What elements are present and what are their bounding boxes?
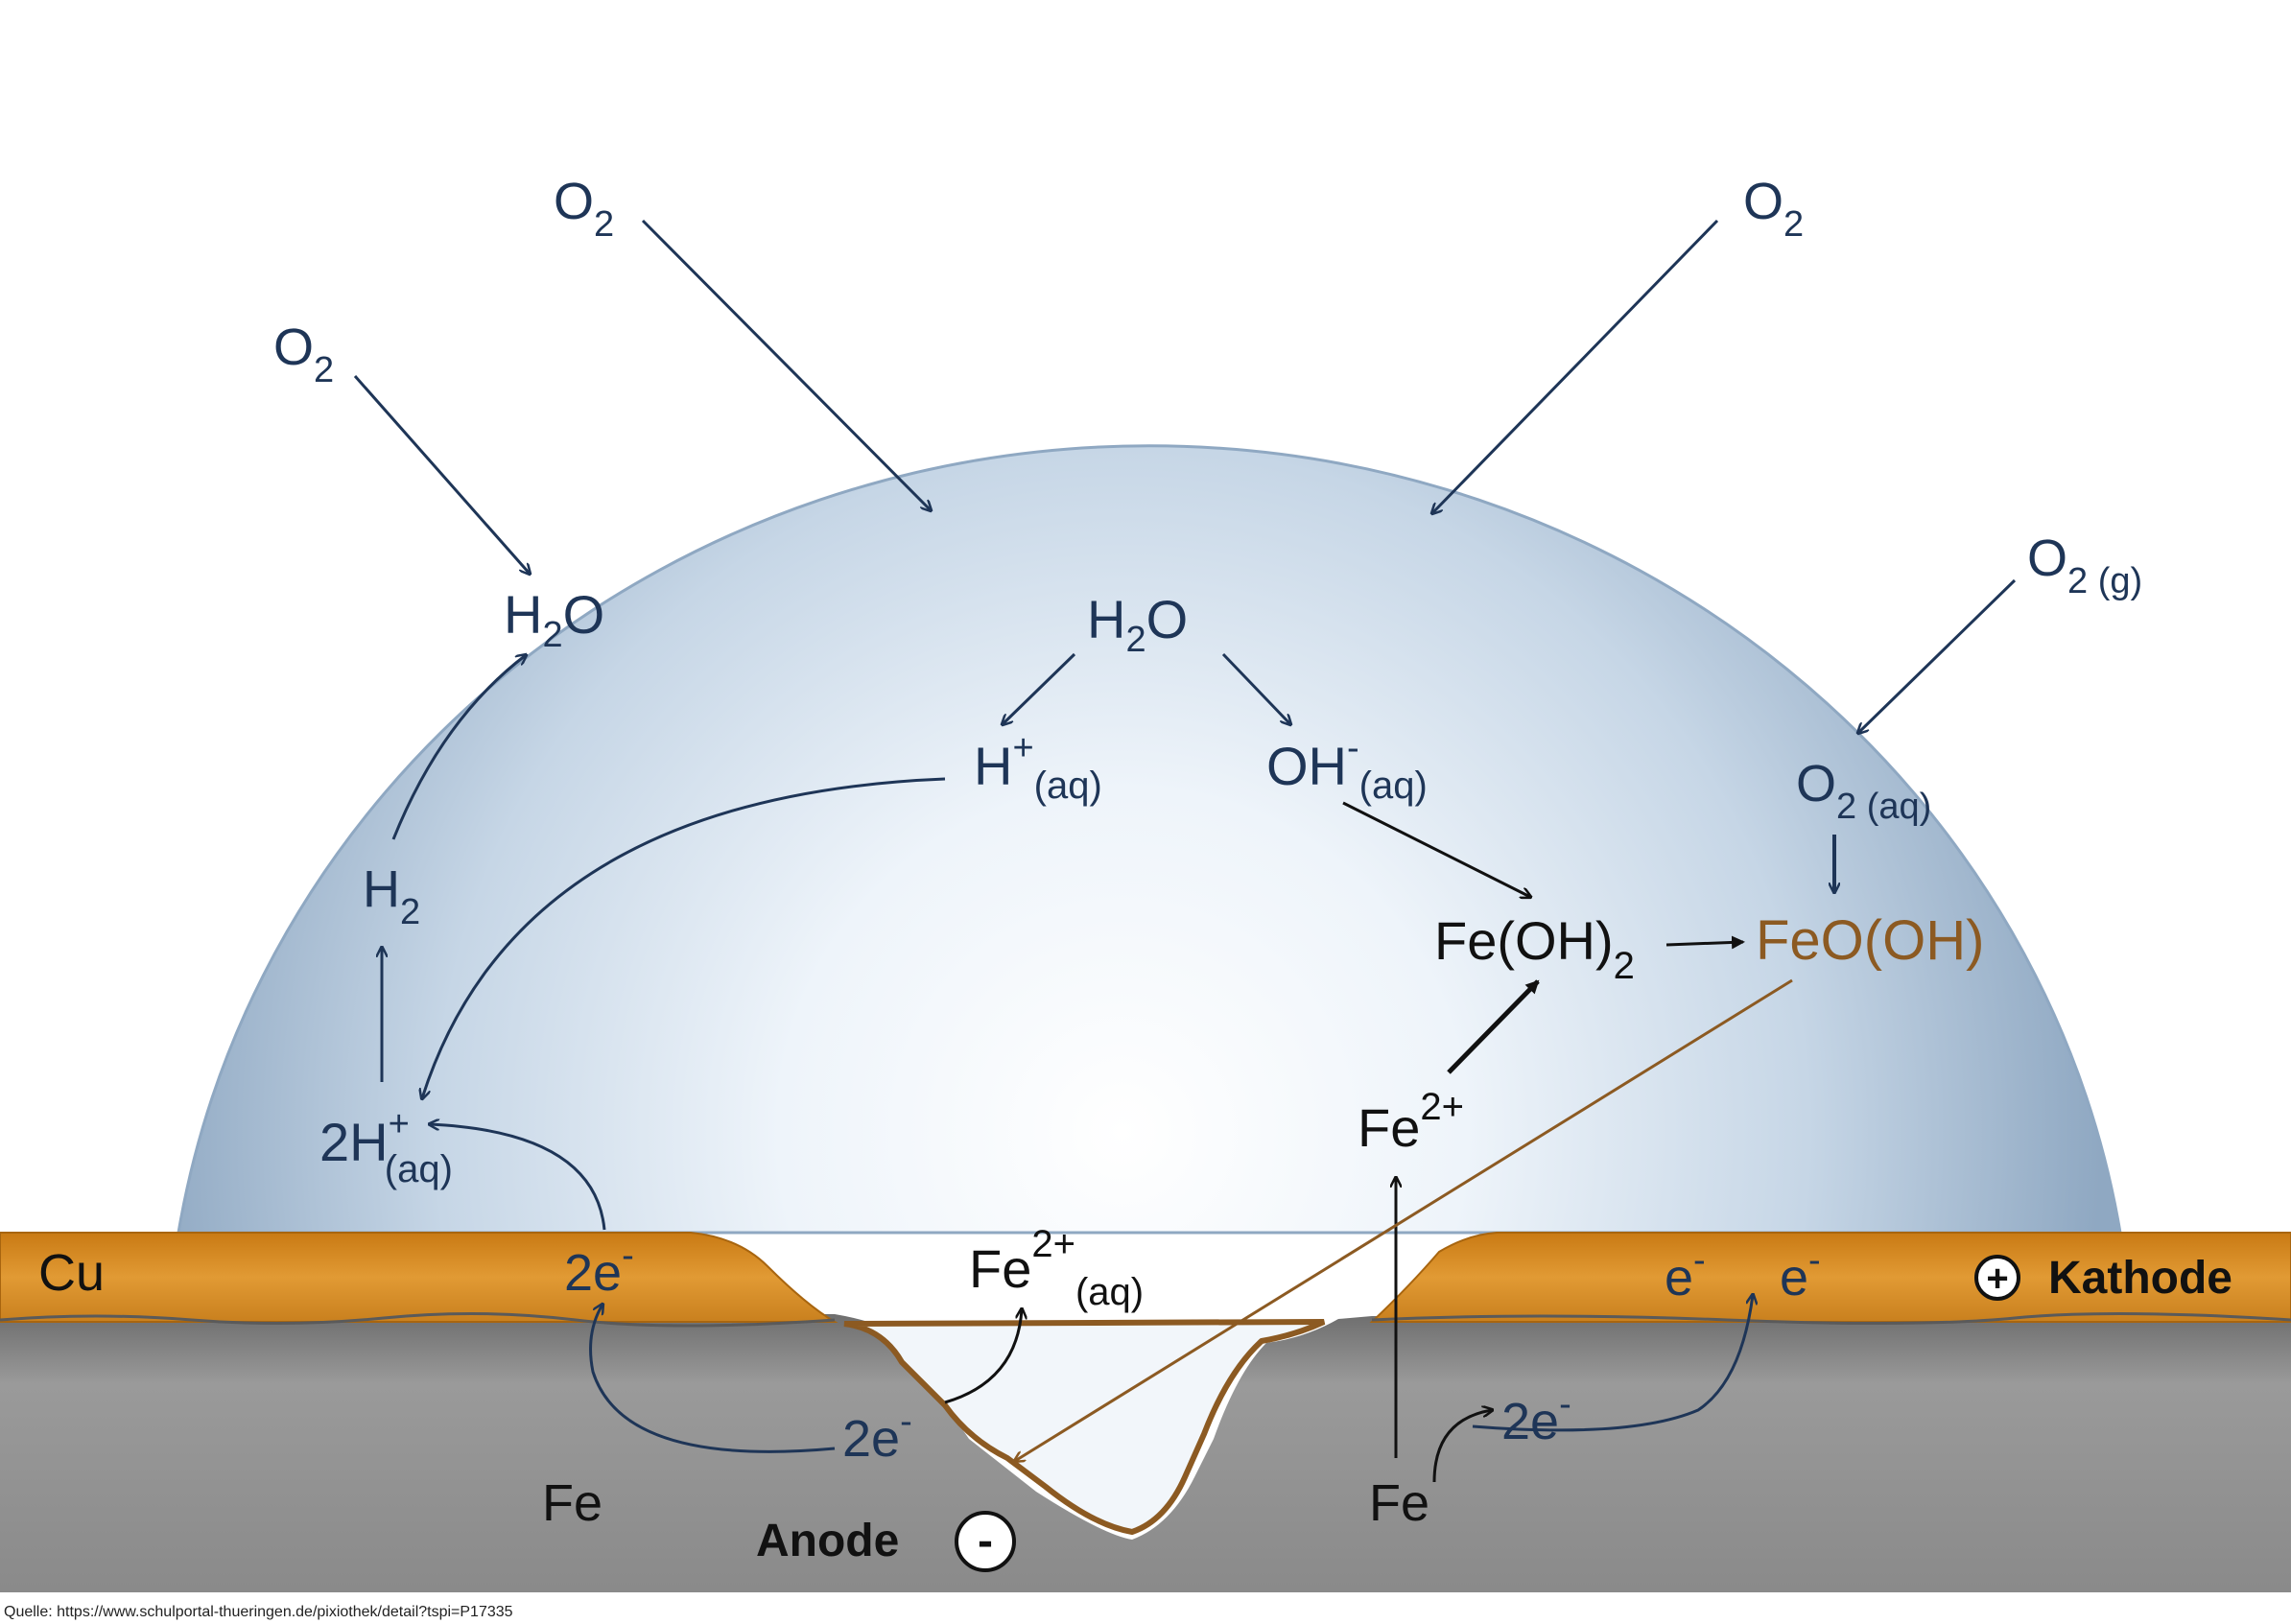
cathode-marker: + Kathode bbox=[1974, 1253, 2232, 1304]
label-o2-top-left: O2 bbox=[554, 173, 614, 245]
arrow-fe2-to-feoh2 bbox=[1447, 979, 1540, 1074]
cathode-sign: + bbox=[1986, 1258, 2008, 1300]
label-h2o-left: H2O bbox=[504, 584, 604, 655]
oxygen-diffusion-arrows bbox=[353, 219, 2017, 892]
reaction-arrows bbox=[382, 652, 1793, 1483]
label-2h-plus-aq: 2H+(aq) bbox=[319, 1104, 453, 1190]
arrow-o2-top-left bbox=[641, 219, 931, 510]
arrow-fe-to-2e bbox=[1432, 1410, 1492, 1483]
arrow-anode-electrons-to-cu bbox=[589, 1305, 836, 1453]
label-h2: H2 bbox=[363, 860, 420, 932]
arrow-o2-top-right bbox=[1432, 219, 1719, 513]
label-o2-left: O2 bbox=[273, 318, 334, 390]
iron-base bbox=[0, 1314, 2291, 1592]
label-fe2-aq: Fe2+(aq) bbox=[969, 1223, 1144, 1313]
label-electrons-fe-right: 2e- bbox=[1501, 1384, 1571, 1450]
arrow-anode-to-fe2aq bbox=[944, 1309, 1022, 1404]
source-credit: Quelle: https://www.schulportal-thuering… bbox=[4, 1604, 513, 1620]
label-fe-left: Fe bbox=[542, 1474, 602, 1532]
label-h-plus-aq: H+(aq) bbox=[974, 728, 1102, 807]
label-o2-aq: O2 (aq) bbox=[1796, 755, 1931, 827]
arrow-o2-gas bbox=[1858, 578, 2017, 733]
copper-plate-left bbox=[0, 1232, 838, 1323]
label-kathode: Kathode bbox=[2048, 1253, 2232, 1304]
plus-sign-icon bbox=[1974, 1255, 2020, 1301]
arrow-oh-to-feoh2 bbox=[1342, 801, 1530, 897]
label-electrons-cu-left: 2e- bbox=[564, 1236, 634, 1302]
label-anode: Anode bbox=[756, 1516, 899, 1566]
arrow-h2-to-h2o bbox=[391, 655, 526, 840]
label-cu: Cu bbox=[38, 1244, 105, 1302]
label-electrons-anode: 2e- bbox=[842, 1401, 912, 1468]
arrow-o2-left bbox=[353, 375, 530, 574]
corrosion-pit bbox=[843, 1319, 1326, 1536]
label-electron-right-2: e- bbox=[1780, 1240, 1821, 1306]
label-oh-minus-aq: OH-(aq) bbox=[1266, 728, 1428, 807]
arrow-feoh2-to-feooh bbox=[1665, 935, 1745, 950]
arrow-h2o-to-oh bbox=[1221, 652, 1290, 724]
label-o2-top-right: O2 bbox=[1743, 173, 1804, 245]
copper-iron-boundary bbox=[0, 1311, 2291, 1328]
arrow-cu-electrons-to-2h bbox=[430, 1124, 606, 1231]
arrow-h2o-to-h bbox=[1003, 652, 1076, 724]
label-feo-oh: FeO(OH) bbox=[1756, 909, 1984, 972]
anode-marker: Anode - bbox=[756, 1511, 1016, 1572]
label-h2o-center: H2O bbox=[1087, 589, 1188, 660]
arrow-electrons-right bbox=[1472, 1295, 1753, 1432]
water-droplet bbox=[177, 444, 2122, 1235]
anode-sign: - bbox=[978, 1516, 993, 1566]
label-electron-right-1: e- bbox=[1665, 1240, 1706, 1306]
label-fe2-right: Fe2+ bbox=[1358, 1086, 1464, 1158]
label-fe-right: Fe bbox=[1369, 1474, 1429, 1532]
arrow-feooh-to-pit bbox=[1015, 978, 1793, 1461]
arrow-h-to-2h bbox=[422, 777, 946, 1098]
label-fe-oh-2: Fe(OH)2 bbox=[1434, 910, 1635, 987]
minus-sign-icon bbox=[955, 1511, 1016, 1572]
label-o2-gas: O2 (g) bbox=[2027, 530, 2142, 601]
